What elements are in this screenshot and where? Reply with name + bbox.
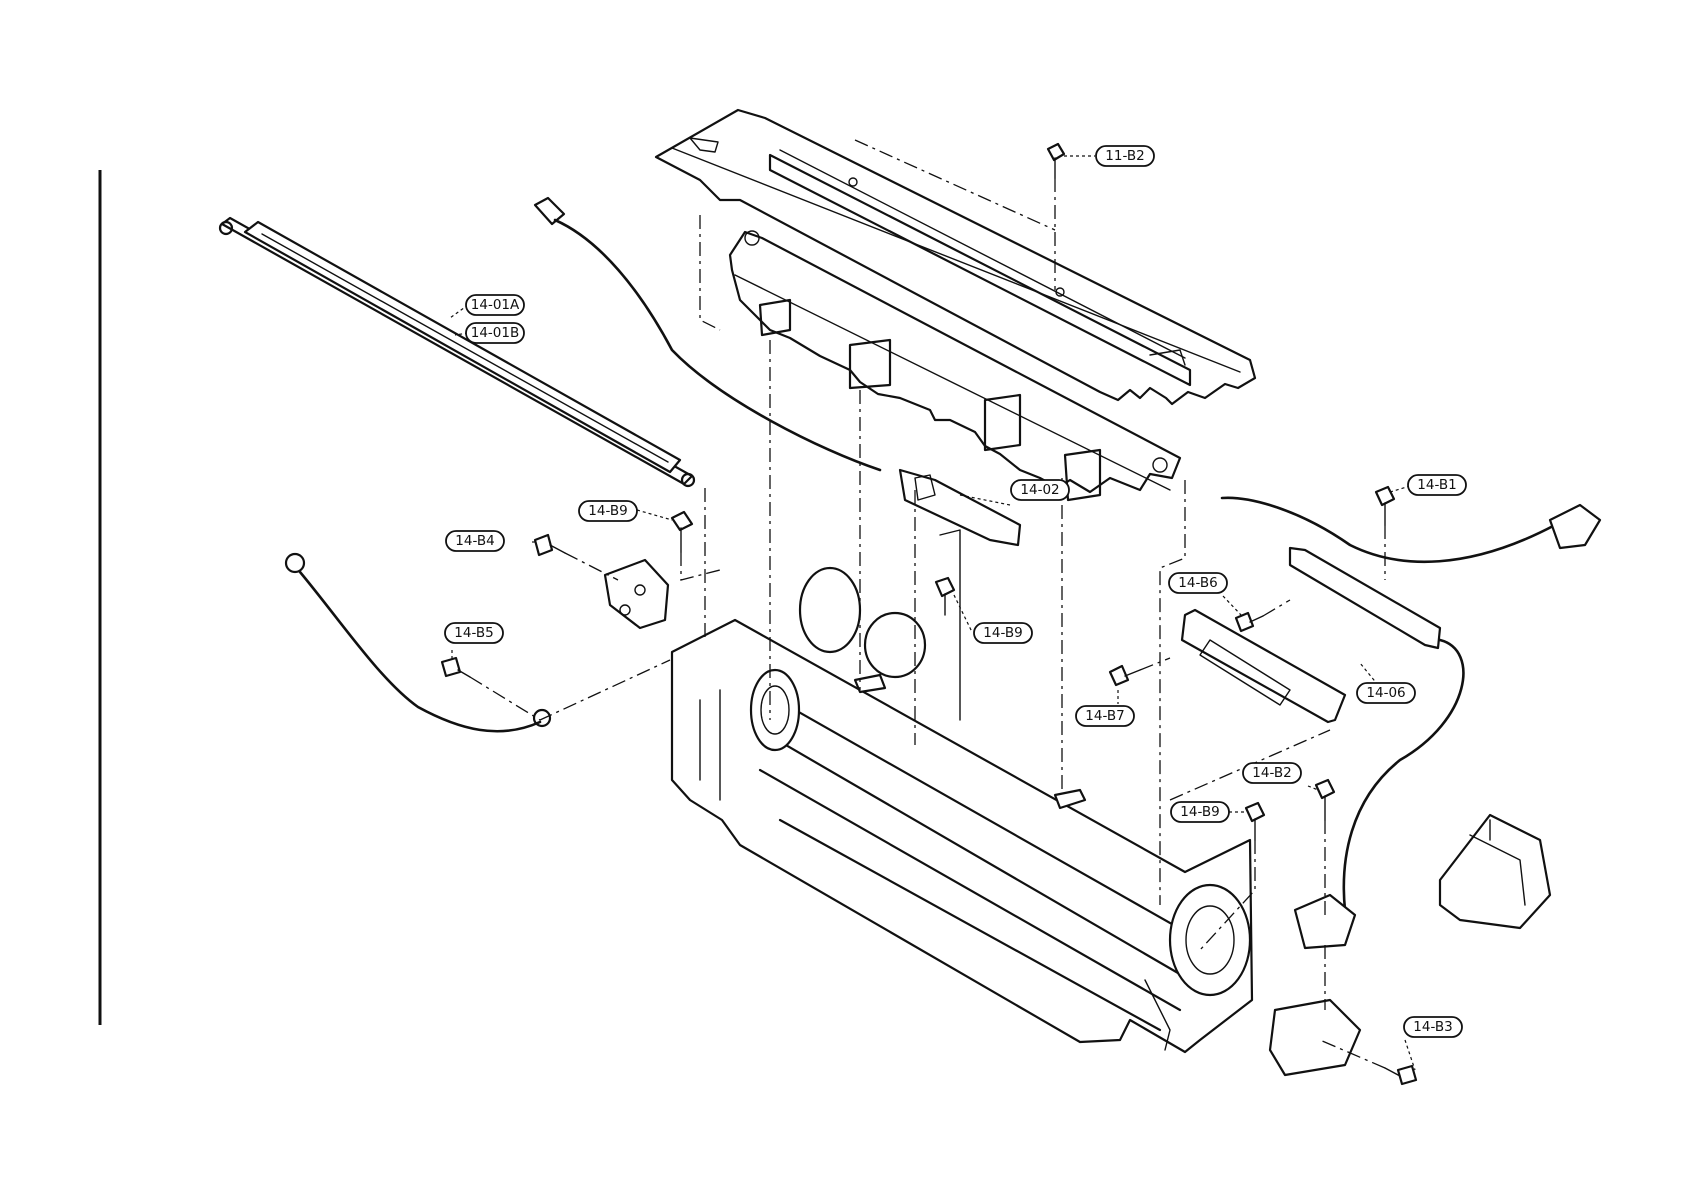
ground-lead [286, 554, 550, 731]
callout-text: 14-02 [1020, 482, 1059, 498]
callout-text: 14-06 [1366, 685, 1405, 701]
screw-14-b1 [1376, 487, 1394, 525]
screw-14-b6 [1236, 613, 1263, 631]
callout-text: 14-B3 [1413, 1019, 1452, 1035]
callout-text: 14-B5 [454, 625, 493, 641]
callout-text: 14-B9 [1180, 804, 1219, 820]
callout-11-b2: 11-B2 [1096, 146, 1154, 166]
callout-text: 11-B2 [1105, 148, 1144, 164]
callout-14-b1: 14-B1 [1408, 475, 1466, 495]
callout-14-b3: 14-B3 [1404, 1017, 1462, 1037]
callout-text: 14-B9 [983, 625, 1022, 641]
callout-14-b2: 14-B2 [1243, 763, 1301, 783]
heater-rod [220, 218, 694, 486]
screw-14-b9-top [672, 512, 692, 552]
callout-text: 14-B2 [1252, 765, 1291, 781]
screw-14-b5 [442, 658, 470, 677]
screw-14-b7 [1110, 666, 1140, 685]
callout-text: 14-B7 [1085, 708, 1124, 724]
fuser-main-frame [672, 530, 1252, 1052]
screw-11-b2 [1048, 144, 1064, 178]
callout-text: 14-01A [471, 297, 520, 313]
callout-text: 14-B4 [455, 533, 494, 549]
callout-14-b9-top: 14-B9 [579, 501, 637, 521]
callout-text: 14-B6 [1178, 575, 1217, 591]
screw-14-b9-low [1246, 803, 1264, 840]
screw-14-b2 [1316, 780, 1334, 820]
callout-14-b5: 14-B5 [445, 623, 503, 643]
callout-14-01a: 14-01A [466, 295, 524, 315]
callout-14-06: 14-06 [1357, 683, 1415, 703]
callout-text: 14-B9 [588, 503, 627, 519]
callout-14-b6: 14-B6 [1169, 573, 1227, 593]
screw-14-b9-mid [936, 578, 954, 615]
callout-14-b9-low: 14-B9 [1171, 802, 1229, 822]
callout-14-01b: 14-01B [466, 323, 524, 343]
left-bracket [605, 560, 668, 628]
callout-14-02: 14-02 [1011, 480, 1069, 500]
callout-text: 14-01B [471, 325, 520, 341]
callout-14-b7: 14-B7 [1076, 706, 1134, 726]
screw-14-b3 [1385, 1066, 1416, 1084]
screw-14-b4 [535, 535, 565, 555]
callout-14-b9-mid: 14-B9 [974, 623, 1032, 643]
callout-14-b4: 14-B4 [446, 531, 504, 551]
callout-text: 14-B1 [1417, 477, 1456, 493]
right-cap-part [1440, 815, 1550, 928]
